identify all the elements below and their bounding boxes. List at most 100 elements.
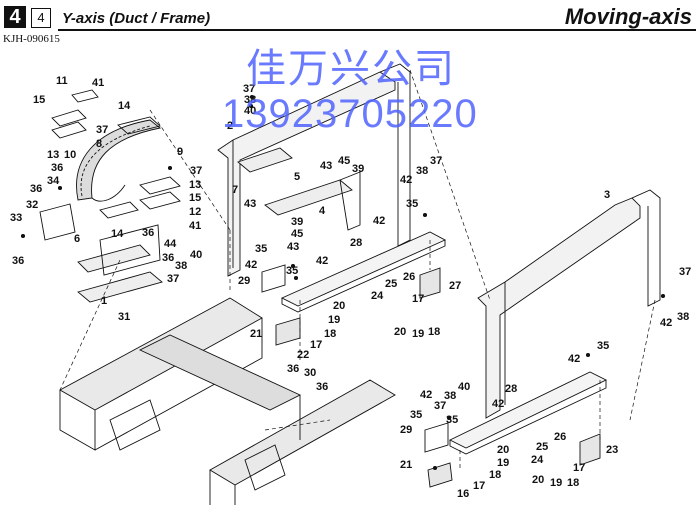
- left-trays: [51, 89, 181, 219]
- part-label: 30: [304, 367, 316, 379]
- part-label: 36: [316, 381, 328, 393]
- plate-28-upper: [280, 231, 447, 313]
- part-label: 17: [573, 462, 585, 474]
- machine-base: [59, 297, 396, 505]
- part-label: 20: [497, 444, 509, 456]
- part-label: 28: [350, 237, 362, 249]
- part-label: 37: [167, 273, 179, 285]
- part-label: 23: [606, 444, 618, 456]
- category-title: Moving-axis: [564, 4, 692, 29]
- section-number-badge: 4: [4, 6, 26, 28]
- part-label: 29: [400, 424, 412, 436]
- part-label: 19: [497, 457, 509, 469]
- part-label: 44: [164, 238, 177, 250]
- page-title: Y-axis (Duct / Frame): [62, 10, 211, 27]
- part-label: 35: [410, 409, 422, 421]
- part-label: 35: [446, 414, 458, 426]
- part-label: 7: [232, 184, 238, 196]
- part-label: 19: [328, 314, 340, 326]
- watermark-company: 佳万兴公司: [246, 47, 456, 91]
- part-label: 17: [412, 293, 424, 305]
- drawing-code: KJH-090615: [3, 33, 60, 45]
- part-label: 42: [660, 317, 672, 329]
- part-label: 42: [492, 398, 504, 410]
- part-label: 17: [310, 339, 322, 351]
- part-label: 26: [403, 271, 415, 283]
- part-label: 42: [316, 255, 328, 267]
- part-label: 36: [287, 363, 299, 375]
- part-label: 45: [291, 228, 303, 240]
- part-label: 2: [227, 120, 233, 132]
- part-label: 3: [604, 189, 610, 201]
- part-label: 18: [428, 326, 440, 338]
- watermark-phone: 13923705220: [222, 92, 478, 136]
- part-label: 20: [394, 326, 406, 338]
- part-label: 25: [385, 278, 397, 290]
- frame-3: [477, 189, 661, 419]
- part-label: 14: [111, 228, 124, 240]
- part-label: 42: [245, 259, 257, 271]
- part-label: 16: [457, 488, 469, 500]
- part-label: 37: [434, 400, 446, 412]
- part-label: 45: [338, 155, 350, 167]
- part-label: 43: [320, 160, 332, 172]
- part-label: 1: [101, 295, 107, 307]
- part-label: 37: [96, 124, 108, 136]
- part-label: 18: [567, 477, 579, 489]
- part-label: 4: [319, 205, 326, 217]
- part-label: 9: [177, 146, 183, 158]
- part-label: 36: [51, 162, 63, 174]
- fasteners: [20, 94, 666, 471]
- part-label: 15: [33, 94, 45, 106]
- part-label: 10: [64, 149, 76, 161]
- part-label: 6: [74, 233, 80, 245]
- diagram-drawing: [20, 63, 666, 505]
- part-label: 37: [679, 266, 691, 278]
- part-label: 32: [26, 199, 38, 211]
- page-number-box: 4: [31, 8, 51, 28]
- part-label: 17: [473, 480, 485, 492]
- part-label: 39: [352, 163, 364, 175]
- part-label: 26: [554, 431, 566, 443]
- part-label: 35: [406, 198, 418, 210]
- part-label: 40: [190, 249, 202, 261]
- part-label: 18: [489, 469, 501, 481]
- header-rule: [58, 29, 696, 31]
- part-label: 41: [189, 220, 201, 232]
- part-label: 8: [96, 138, 102, 150]
- part-label: 11: [56, 75, 68, 87]
- cable-chain: [76, 119, 162, 202]
- brackets-4-5: [237, 147, 361, 231]
- part-label: 38: [416, 165, 428, 177]
- projection-lines: [59, 69, 656, 470]
- part-label: 24: [371, 290, 384, 302]
- part-label: 25: [536, 441, 548, 453]
- part-label: 13: [47, 149, 59, 161]
- part-label: 42: [400, 174, 412, 186]
- part-label: 43: [244, 198, 256, 210]
- part-label: 38: [175, 260, 187, 272]
- part-label: 38: [444, 390, 456, 402]
- part-label: 33: [10, 212, 22, 224]
- part-label: 12: [189, 206, 201, 218]
- part-label: 20: [532, 474, 544, 486]
- part-label: 19: [412, 328, 424, 340]
- part-label: 43: [287, 241, 299, 253]
- part-label: 34: [47, 175, 60, 187]
- part-callouts: 11 41 15 14 37 8 13 10 36 34 36 32 33 36…: [10, 75, 691, 500]
- part-label: 36: [12, 255, 24, 267]
- part-label: 19: [550, 477, 562, 489]
- part-label: 39: [291, 216, 303, 228]
- part-label: 35: [597, 340, 609, 352]
- part-label: 41: [92, 77, 104, 89]
- part-label: 42: [420, 389, 432, 401]
- part-label: 13: [189, 179, 201, 191]
- part-label: 5: [294, 171, 300, 183]
- plate-28-lower: [448, 371, 608, 455]
- part-label: 24: [531, 454, 544, 466]
- part-label: 15: [189, 192, 201, 204]
- page-header: 4 4 Y-axis (Duct / Frame) Moving-axis KJ…: [0, 0, 700, 45]
- part-label: 38: [244, 94, 256, 106]
- part-label: 21: [250, 328, 262, 340]
- part-label: 28: [505, 383, 517, 395]
